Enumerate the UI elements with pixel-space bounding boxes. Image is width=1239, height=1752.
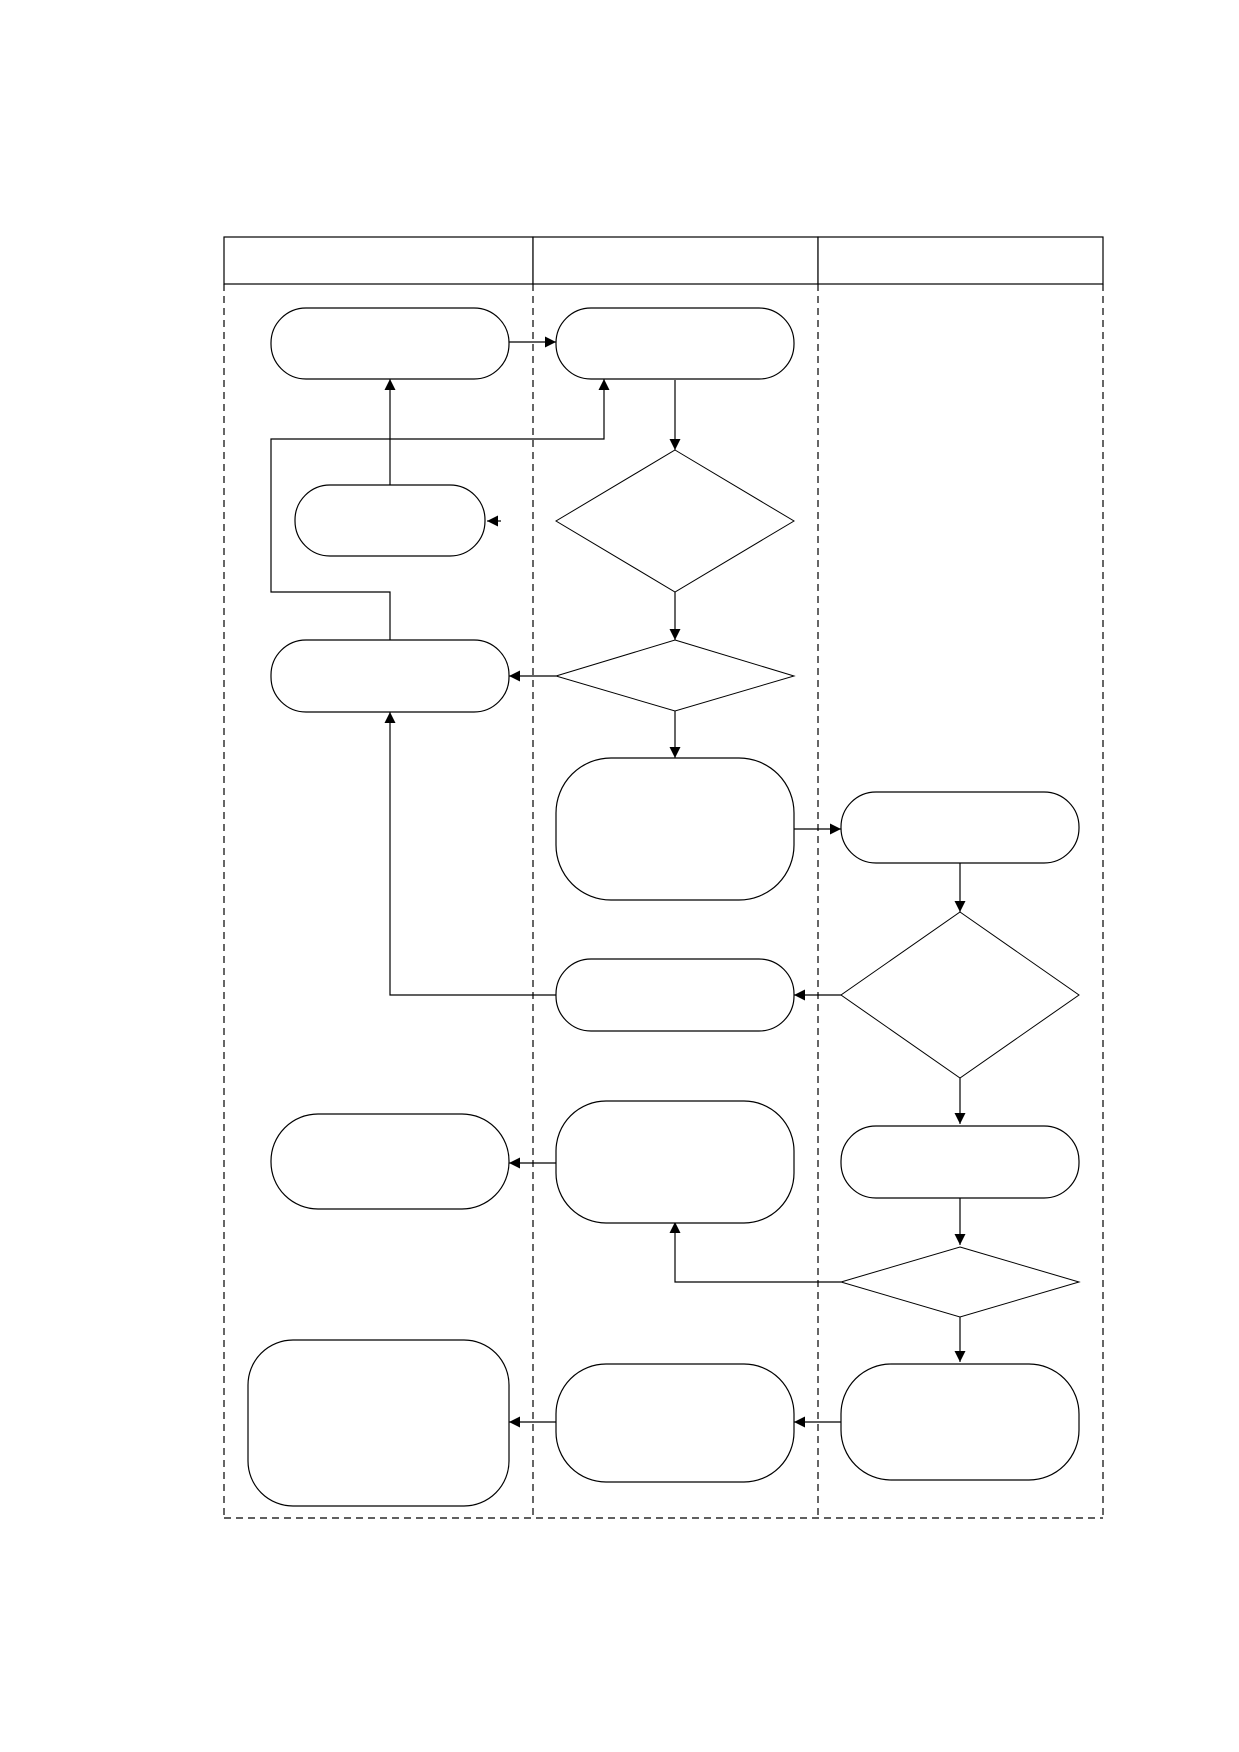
decision-n14 [839,1246,1081,1318]
node-n13 [840,1125,1080,1199]
lane-header-3 [817,236,1104,285]
node-n8 [840,791,1080,864]
node-n1 [270,307,510,380]
lane-header-1 [223,236,534,285]
node-n7 [555,757,795,901]
lane-header-2 [532,236,819,285]
decision-n3 [555,449,795,593]
decision-n5 [554,639,796,712]
node-n12 [555,1100,795,1224]
node-n15 [247,1339,510,1507]
node-n4 [294,484,486,557]
connector-n10-n6 [384,712,556,996]
connector-n14-n12 [669,1222,841,1283]
node-n10 [555,958,795,1032]
node-n2 [555,307,795,380]
connector-n6-n2-loop [270,379,610,640]
node-n6 [270,639,510,713]
node-n11 [270,1113,510,1210]
node-n17 [840,1363,1080,1481]
decision-n9 [840,911,1080,1079]
node-n16 [555,1363,795,1483]
